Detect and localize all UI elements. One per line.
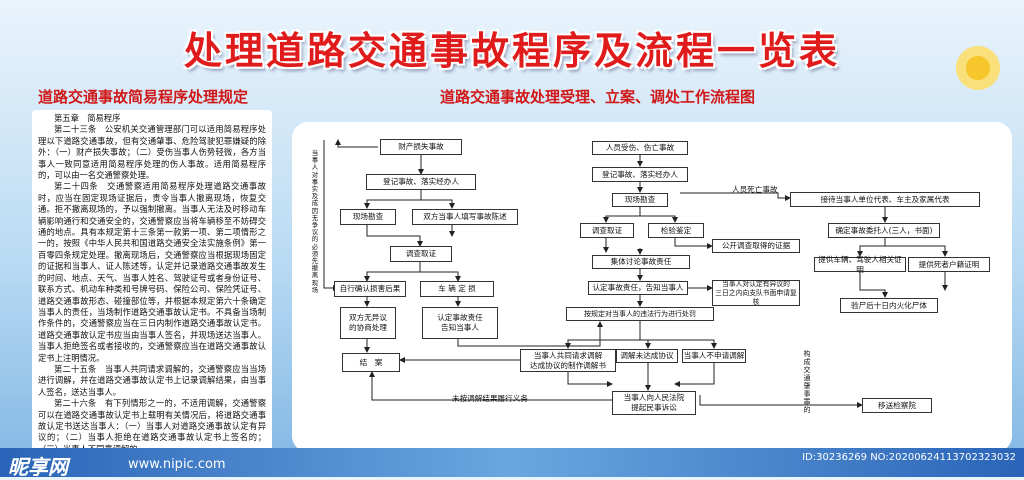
left-heading: 道路交通事故简易程序处理规定	[38, 88, 249, 106]
node-evidence-collection-left: 调查取证	[390, 246, 452, 262]
text-paragraph: 第二十四条 交通警察适用简易程序处理道路交通事故时，应当在固定现场证据后，责令当…	[38, 181, 266, 363]
node-self-confirm-damage: 自行确认损害后果	[334, 281, 406, 297]
label-not-executed: 未按调解结果履行义务	[452, 394, 528, 403]
node-determine-liability-middle: 认定事故责任，告知当事人	[588, 281, 688, 295]
sunflower-decoration	[950, 40, 1006, 96]
node-joint-mediation: 当事人共同请求调解达成协议的制作调解书	[520, 349, 616, 372]
node-evidence-collection-middle: 调查取证	[580, 223, 634, 238]
watermark-url: www.nipic.com	[128, 457, 226, 472]
node-party-statement: 双方当事人填写事故陈述	[412, 209, 518, 225]
right-heading: 道路交通事故处理受理、立案、调处工作流程图	[440, 88, 756, 106]
node-negotiated-settlement: 双方无异议的协商处理	[340, 307, 396, 339]
node-injury-accident: 人员受伤、伤亡事故	[592, 141, 688, 155]
node-vehicle-loss-assessment: 车 辆 定 损	[420, 281, 494, 297]
node-mediation-failed: 调解未达成协议	[616, 349, 678, 363]
watermark-id: ID:30236269 NO:20200624113702323032	[802, 452, 1016, 463]
text-paragraph: 第五章 简易程序	[54, 113, 121, 123]
node-deceased-household-proof: 提供死者户籍证明	[908, 257, 990, 272]
node-designate-trustees: 确定事故委托人(三人，书面)	[828, 223, 940, 238]
node-transfer-procuratorate: 移送检察院	[862, 398, 932, 413]
text-paragraph: 第二十五条 当事人共同请求调解的，交通警察应当当场进行调解，并在道路交通事故认定…	[38, 363, 266, 397]
simple-procedure-text-panel: 第五章 简易程序 第二十三条 公安机关交通管理部门可以适用简易程序处理以下道路交…	[32, 110, 272, 452]
node-case-closed: 结 案	[342, 353, 400, 372]
node-determine-liability-left: 认定事故责任告知当事人	[422, 307, 498, 339]
node-cremation: 验尸后十日内火化尸体	[840, 298, 938, 313]
node-no-mediation-request: 当事人不申请调解	[682, 349, 746, 363]
node-register-accident-middle: 登记事故、落实经办人	[592, 167, 688, 182]
node-inspection-appraisal: 检验鉴定	[648, 223, 704, 238]
node-register-accident-left: 登记事故、落实经办人	[366, 174, 476, 190]
label-traffic-crime: 构成交通肇事罪的	[803, 350, 811, 414]
node-penalty: 按规定对当事人的违法行为进行处罚	[566, 307, 714, 321]
node-civil-lawsuit: 当事人向人民法院提起民事诉讼	[612, 391, 696, 415]
text-paragraph: 第二十六条 有下列情形之一的，不适用调解，交通警察可以在道路交通事故认定书上载明…	[38, 398, 266, 452]
watermark-band	[0, 448, 1024, 477]
page-title: 处理道路交通事故程序及流程一览表	[183, 29, 840, 73]
node-receive-representatives: 接待当事人单位代表、车主及家属代表	[790, 192, 980, 207]
label-death-accident: 人员死亡事故	[732, 185, 778, 194]
node-review-application: 当事人对认定有异议的三日之内向支队书面申请复核	[712, 280, 800, 306]
text-paragraph: 第二十三条 公安机关交通管理部门可以适用简易程序处理以下道路交通事故，但有交通肇…	[38, 124, 266, 181]
node-disclose-evidence: 公开调查取得的证据	[712, 239, 800, 253]
watermark-logo: 昵享网	[8, 455, 68, 479]
node-property-loss-accident: 财产损失事故	[380, 139, 462, 155]
node-collective-discussion: 集体讨论事故责任	[592, 255, 690, 269]
node-site-investigation-middle: 现场勘查	[612, 193, 668, 207]
node-site-investigation-left: 现场勘查	[340, 209, 396, 225]
node-vehicle-driver-proof: 提供车辆、驾驶人相关证明	[814, 255, 906, 274]
label-must-leave-scene: 当事人对事实及成因无争议的必须先撤离现场	[311, 149, 319, 294]
